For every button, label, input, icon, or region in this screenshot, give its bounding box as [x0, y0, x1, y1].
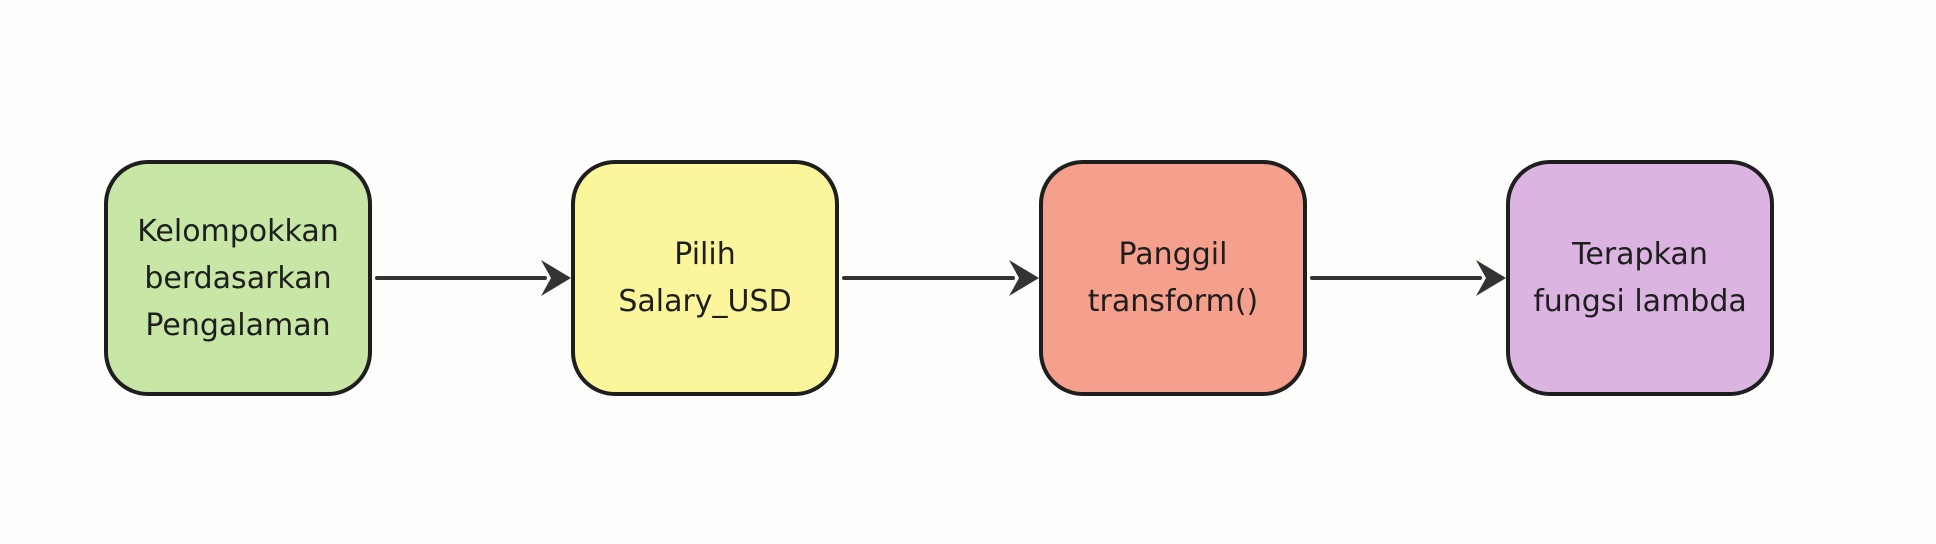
node-terapkan-lambda: Terapkan fungsi lambda: [1506, 160, 1774, 396]
edge-2: [842, 260, 1039, 296]
arrowhead-icon: [541, 260, 571, 296]
node-label: Pilih Salary_USD: [618, 237, 792, 319]
edge-3: [1310, 260, 1506, 296]
node-kelompokkan: Kelompokkan berdasarkan Pengalaman: [104, 160, 372, 396]
node-label: Kelompokkan berdasarkan Pengalaman: [137, 213, 339, 343]
node-label: Terapkan fungsi lambda: [1533, 237, 1747, 319]
arrowhead-icon: [1009, 260, 1039, 296]
node-panggil-transform: Panggil transform(): [1039, 160, 1307, 396]
node-label: Panggil transform(): [1087, 237, 1259, 319]
edge-1: [375, 260, 571, 296]
arrowhead-icon: [1476, 260, 1506, 296]
node-pilih-salary: Pilih Salary_USD: [571, 160, 839, 396]
